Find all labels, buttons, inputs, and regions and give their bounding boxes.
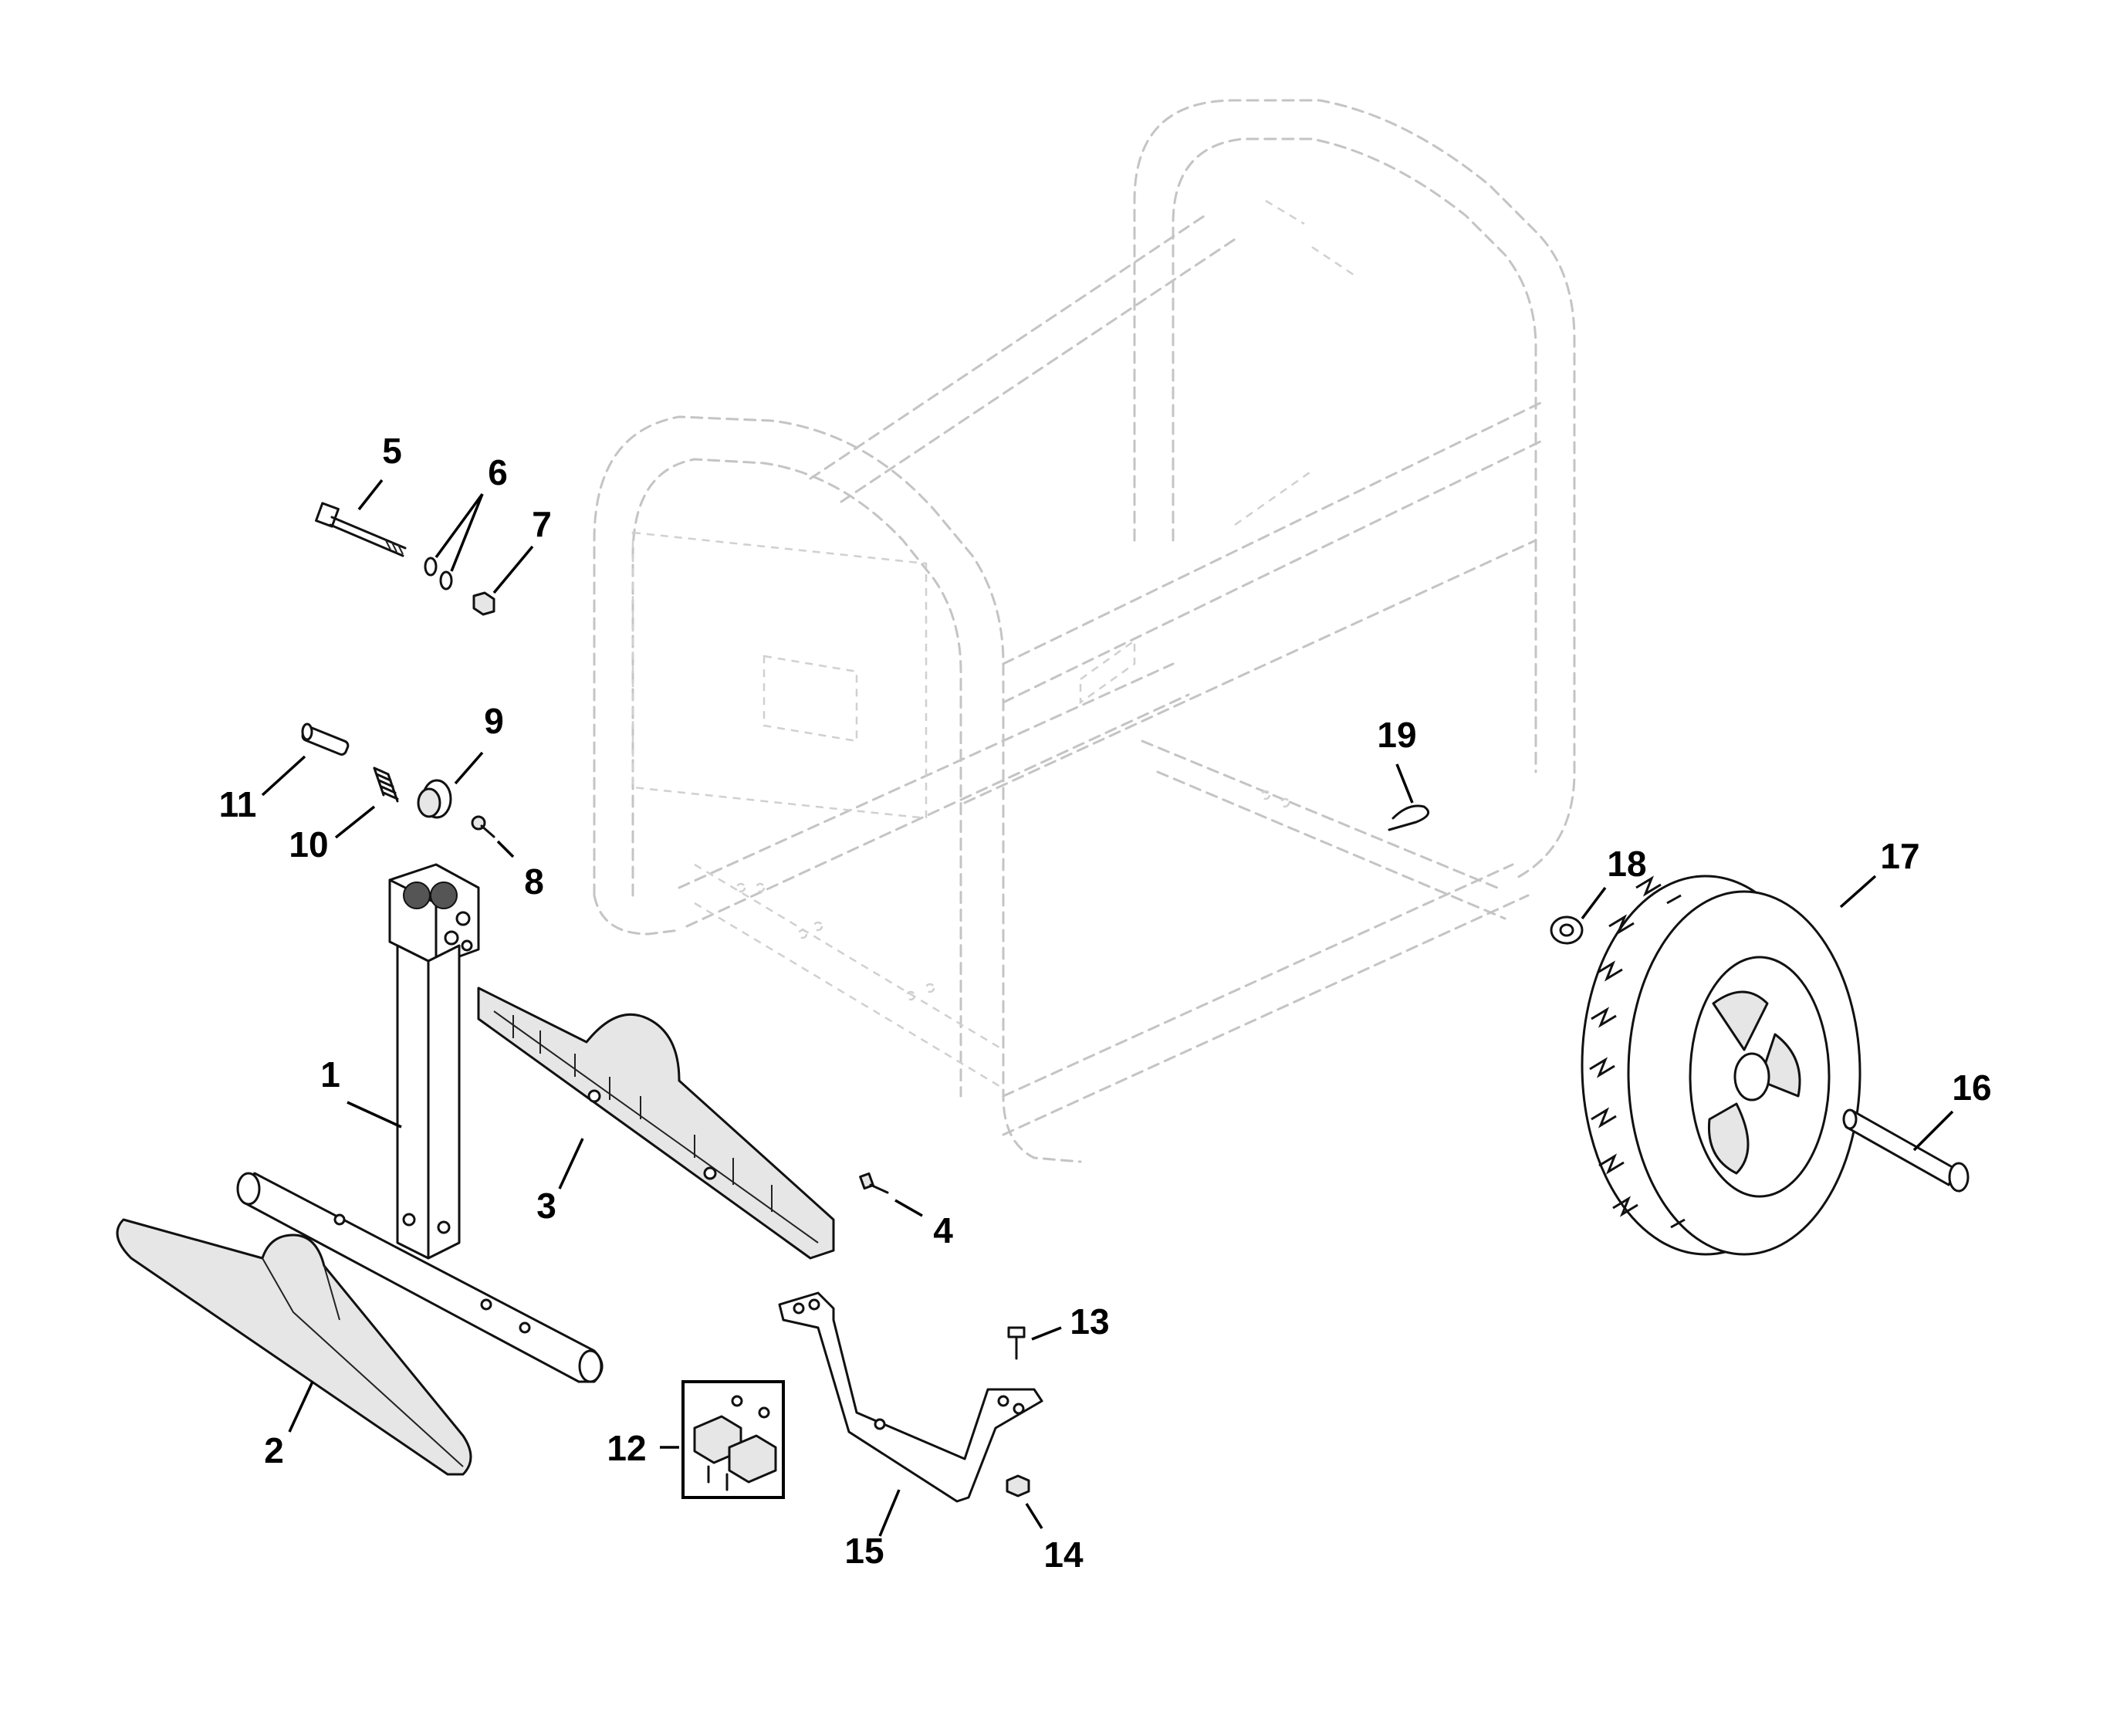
part-17-wheel [1581,875,1861,1256]
callout-19: 19 [1377,715,1416,755]
callout-17: 17 [1880,836,1919,876]
part-2-foot-pad [116,1218,472,1476]
callout-15: 15 [844,1531,884,1571]
callout-labels: 1 2 3 4 5 6 7 8 9 10 11 12 13 14 15 16 1… [219,431,1992,1575]
part-1-handle-leg [236,863,604,1383]
part-7-nut [472,591,495,616]
part-15-bracket [778,1291,1043,1503]
callout-10: 10 [289,824,328,865]
generator-frame-outline [593,99,1576,1163]
part-9-bushing [417,779,452,819]
callout-3: 3 [536,1186,556,1226]
callout-12: 12 [607,1428,646,1468]
part-8-screw [471,815,495,838]
callout-16: 16 [1952,1068,1991,1108]
callout-5: 5 [382,431,402,471]
callout-4: 4 [933,1210,953,1250]
part-13-bolt [1007,1326,1026,1360]
callout-8: 8 [524,861,544,902]
part-11-pin [301,722,350,756]
callout-2: 2 [264,1430,284,1470]
callout-1: 1 [320,1054,340,1095]
part-14-nut [1006,1474,1030,1497]
callout-leaders [261,479,1954,1537]
part-5-bolt [315,502,407,557]
callout-18: 18 [1607,844,1646,884]
part-16-axle [1842,1108,1970,1193]
part-19-clip [1388,804,1430,831]
callout-14: 14 [1043,1535,1084,1575]
callout-9: 9 [484,701,504,741]
callout-11: 11 [219,784,257,824]
part-4-screw [859,1172,889,1194]
part-12-mount-kit [681,1380,785,1499]
callout-13: 13 [1070,1301,1109,1342]
part-3-foot-strip [477,986,835,1260]
part-18-washer [1550,915,1584,945]
part-10-spring [373,766,399,803]
part-6-washers [424,557,453,591]
callout-7: 7 [532,504,552,544]
callout-6: 6 [488,452,508,492]
